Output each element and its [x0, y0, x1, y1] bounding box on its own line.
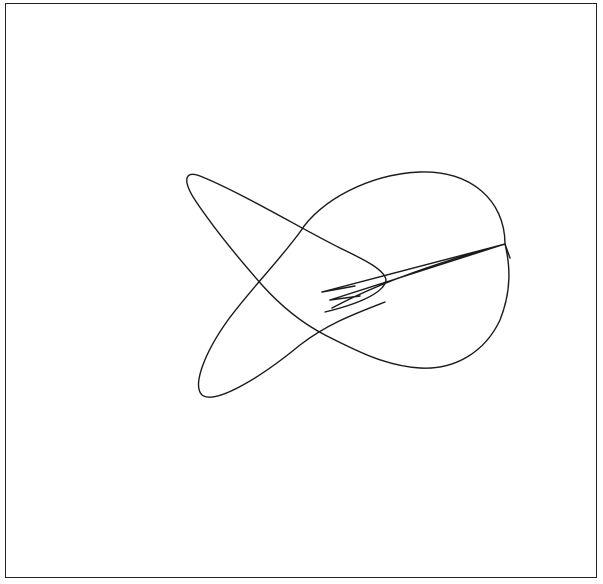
cusp-stroke-3: [332, 244, 505, 308]
large-loop-right-curve: [187, 174, 509, 368]
cusp-stroke-2: [330, 244, 505, 300]
cusp-stroke-4: [322, 286, 355, 292]
